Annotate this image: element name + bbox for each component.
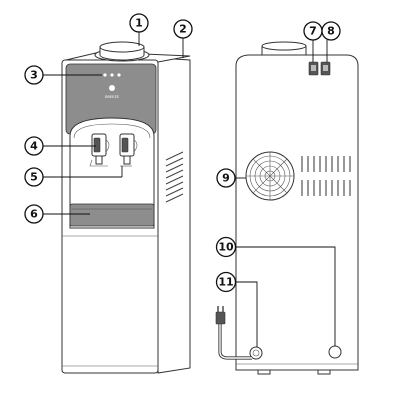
callout-5-label: 5	[30, 171, 38, 184]
leader-10	[235, 246, 336, 346]
callout-9-label: 9	[222, 172, 230, 185]
callout-5: 5	[24, 167, 44, 187]
logo-text: BREEZE	[105, 95, 119, 99]
side-vent	[165, 151, 184, 203]
back-vents	[301, 156, 351, 196]
logo-icon	[109, 85, 115, 91]
callout-9: 9	[216, 168, 236, 188]
callout-8: 8	[321, 21, 341, 41]
callout-8-label: 8	[327, 25, 335, 38]
callout-4: 4	[24, 136, 44, 156]
drain-plug-11-inner	[252, 349, 260, 357]
back-foot-right	[317, 369, 331, 375]
callout-4-label: 4	[30, 140, 38, 153]
callout-2: 2	[173, 19, 193, 39]
back-view	[215, 41, 359, 375]
back-foot-left	[257, 369, 271, 375]
callout-3: 3	[24, 65, 44, 85]
callout-7: 7	[303, 21, 323, 41]
callout-7-label: 7	[309, 25, 317, 38]
callout-1-label: 1	[135, 17, 143, 30]
leader-lines	[43, 32, 336, 347]
switch-7-rocker	[311, 65, 316, 71]
callout-3-label: 3	[30, 69, 38, 82]
callout-10: 10	[215, 236, 237, 258]
callout-6-label: 6	[30, 208, 38, 221]
power-plug	[215, 311, 226, 325]
indicator-light-1	[103, 73, 107, 77]
callout-1: 1	[129, 13, 149, 33]
cold-water-tap	[119, 133, 138, 167]
switch-8-rocker	[323, 65, 328, 71]
callout-10-label: 10	[218, 241, 234, 254]
back-body	[235, 54, 359, 371]
callout-6: 6	[24, 204, 44, 224]
drain-plug-11	[249, 346, 263, 360]
fan-grille	[245, 151, 295, 201]
back-bottle-seat-top	[261, 41, 307, 51]
front-view: BREEZE	[61, 41, 191, 374]
indicator-light-3	[117, 73, 121, 77]
indicator-light-2	[110, 73, 114, 77]
power-cord	[215, 306, 252, 360]
hot-water-tap	[89, 133, 110, 167]
drip-tray	[69, 203, 155, 227]
callout-2-label: 2	[179, 23, 187, 36]
callout-11-label: 11	[218, 276, 233, 289]
leader-11	[236, 281, 258, 347]
drain-plug-10	[328, 345, 342, 359]
front-side-panel	[157, 57, 191, 374]
callouts: 1 2 3 4 5 6 7 8	[24, 13, 341, 293]
callout-11: 11	[215, 271, 237, 293]
bottle-seat-top	[99, 41, 145, 53]
recess-inner-edge	[73, 123, 151, 139]
